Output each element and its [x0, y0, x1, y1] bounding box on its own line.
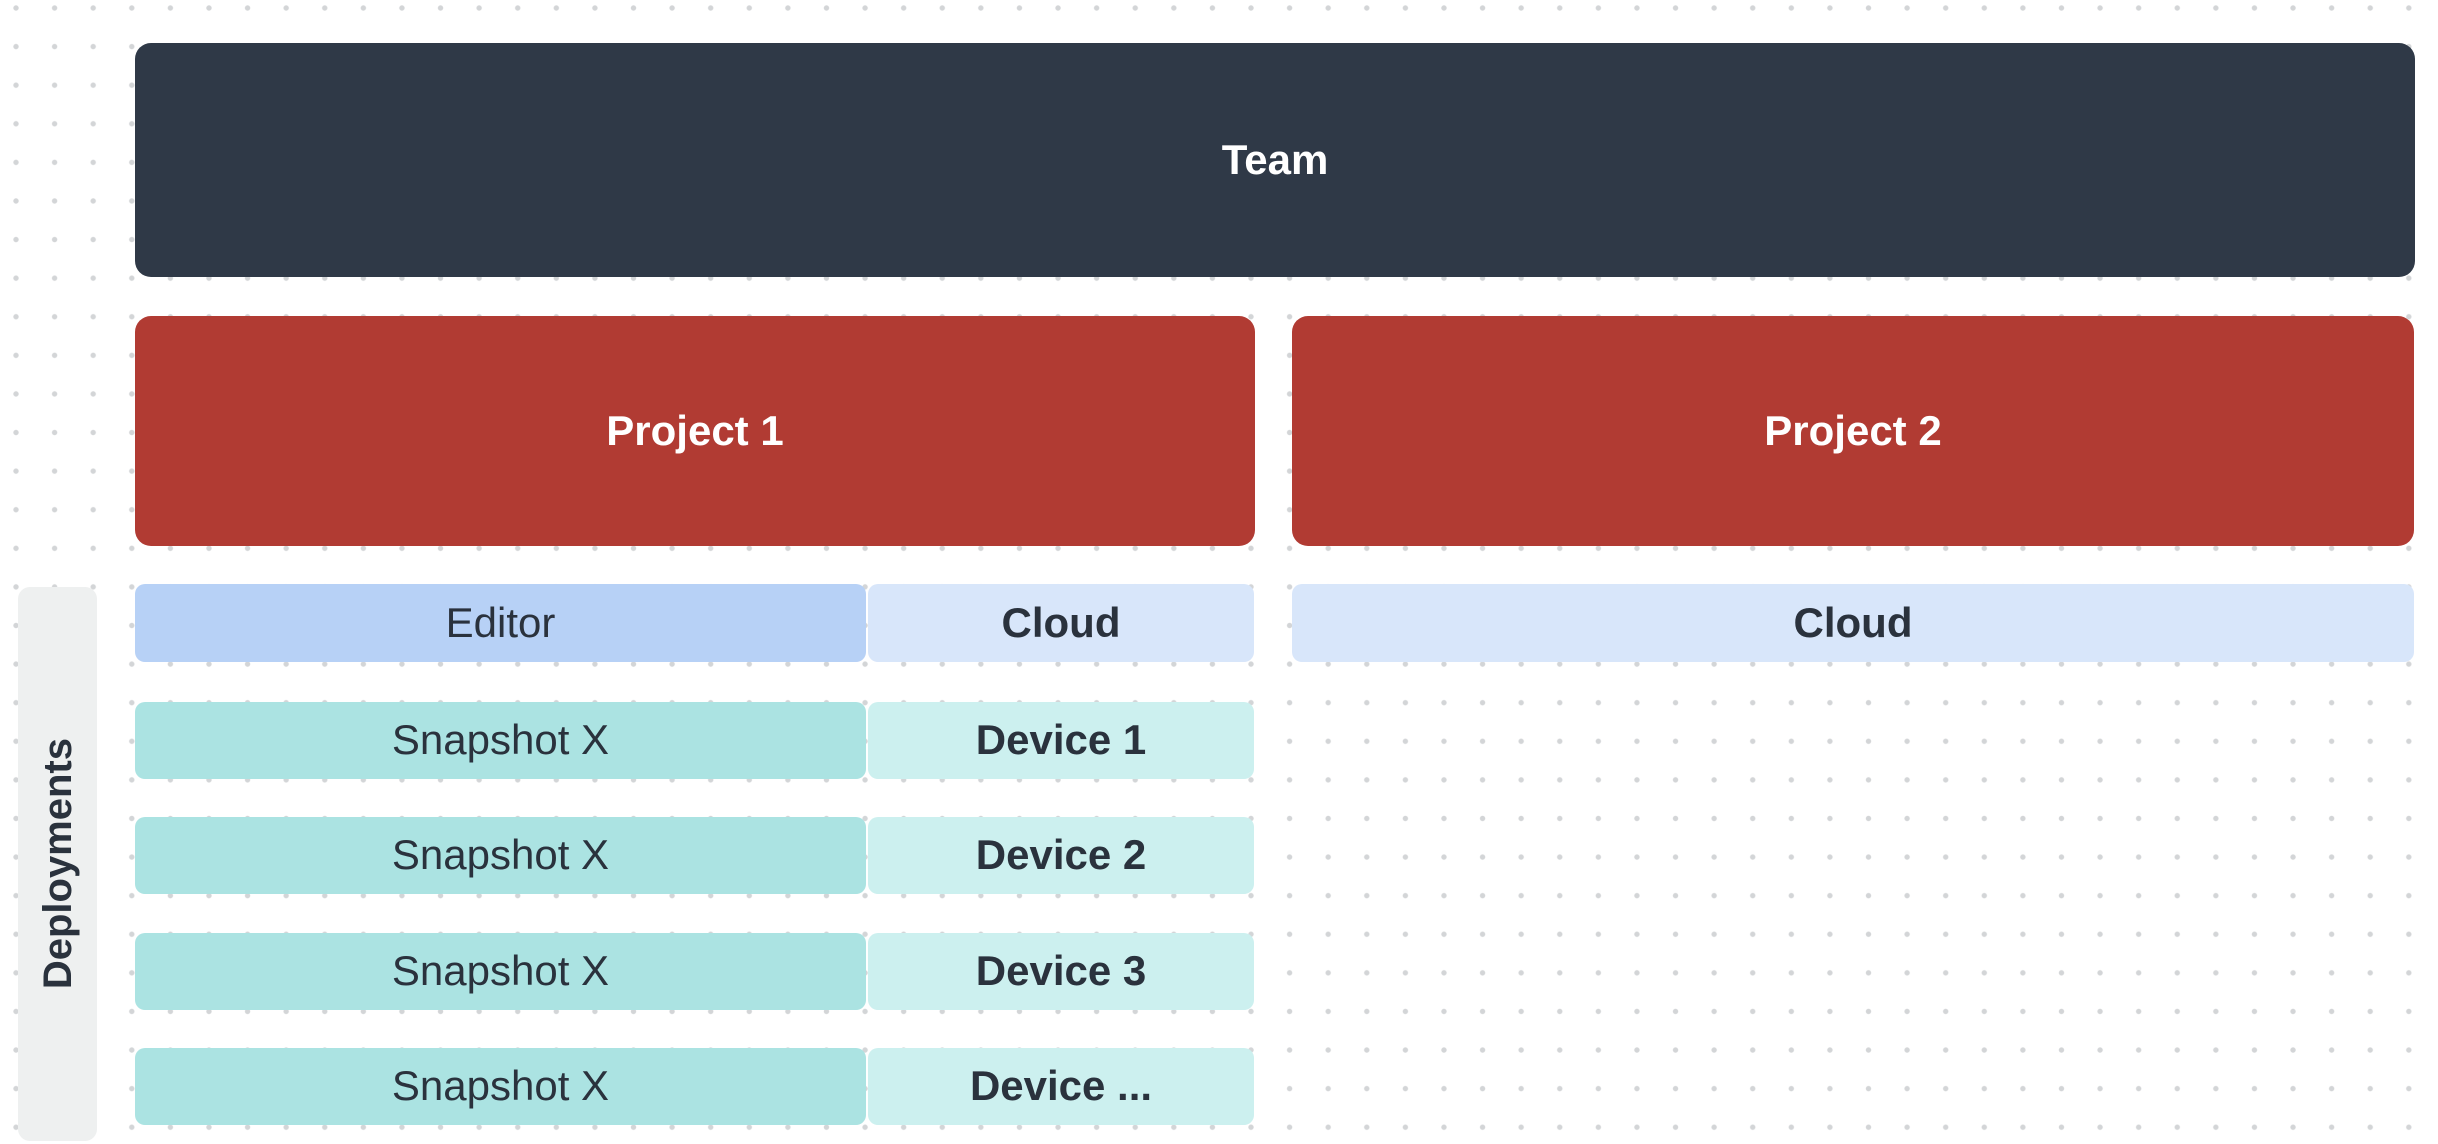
team-label: Team: [1221, 135, 1329, 183]
snapshot-label: Snapshot X: [391, 716, 610, 764]
deployments-sidebar-node[interactable]: Deployments: [18, 587, 97, 1141]
project-1-node[interactable]: Project 1: [135, 316, 1255, 546]
device-label: Device 1: [975, 716, 1147, 764]
snapshot-label: Snapshot X: [391, 831, 610, 879]
snapshot-label: Snapshot X: [391, 1062, 610, 1110]
snapshot-node[interactable]: Snapshot X: [135, 1048, 866, 1125]
project-1-label: Project 1: [606, 406, 784, 454]
deployments-label: Deployments: [35, 738, 80, 990]
project-2-node[interactable]: Project 2: [1292, 316, 2414, 546]
snapshot-node[interactable]: Snapshot X: [135, 933, 866, 1010]
editor-label: Editor: [445, 598, 556, 646]
snapshot-label: Snapshot X: [391, 947, 610, 995]
device-label: Device 2: [975, 831, 1147, 879]
cloud-header-project2-node[interactable]: Cloud: [1292, 584, 2414, 662]
device-node[interactable]: Device 3: [868, 933, 1254, 1010]
device-node[interactable]: Device ...: [868, 1048, 1254, 1125]
cloud-header-project1-node[interactable]: Cloud: [868, 584, 1254, 662]
device-label: Device ...: [969, 1062, 1153, 1110]
project-2-label: Project 2: [1764, 406, 1942, 454]
editor-header-node[interactable]: Editor: [135, 584, 866, 662]
device-node[interactable]: Device 1: [868, 702, 1254, 779]
device-label: Device 3: [975, 947, 1147, 995]
snapshot-node[interactable]: Snapshot X: [135, 817, 866, 894]
team-node[interactable]: Team: [135, 43, 2415, 277]
cloud-label: Cloud: [1793, 598, 1913, 646]
cloud-label: Cloud: [1001, 598, 1121, 646]
device-node[interactable]: Device 2: [868, 817, 1254, 894]
snapshot-node[interactable]: Snapshot X: [135, 702, 866, 779]
